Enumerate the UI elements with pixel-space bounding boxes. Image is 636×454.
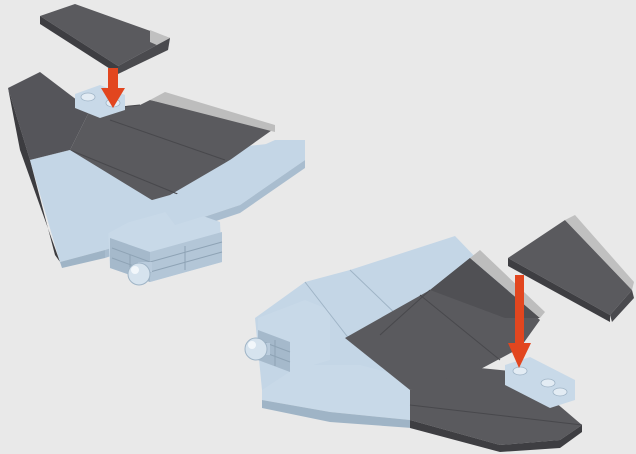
left-assembly [8,4,305,285]
right-assembly [245,215,634,452]
left-ball-joint [128,262,152,285]
left-wedge-plate [40,4,170,74]
